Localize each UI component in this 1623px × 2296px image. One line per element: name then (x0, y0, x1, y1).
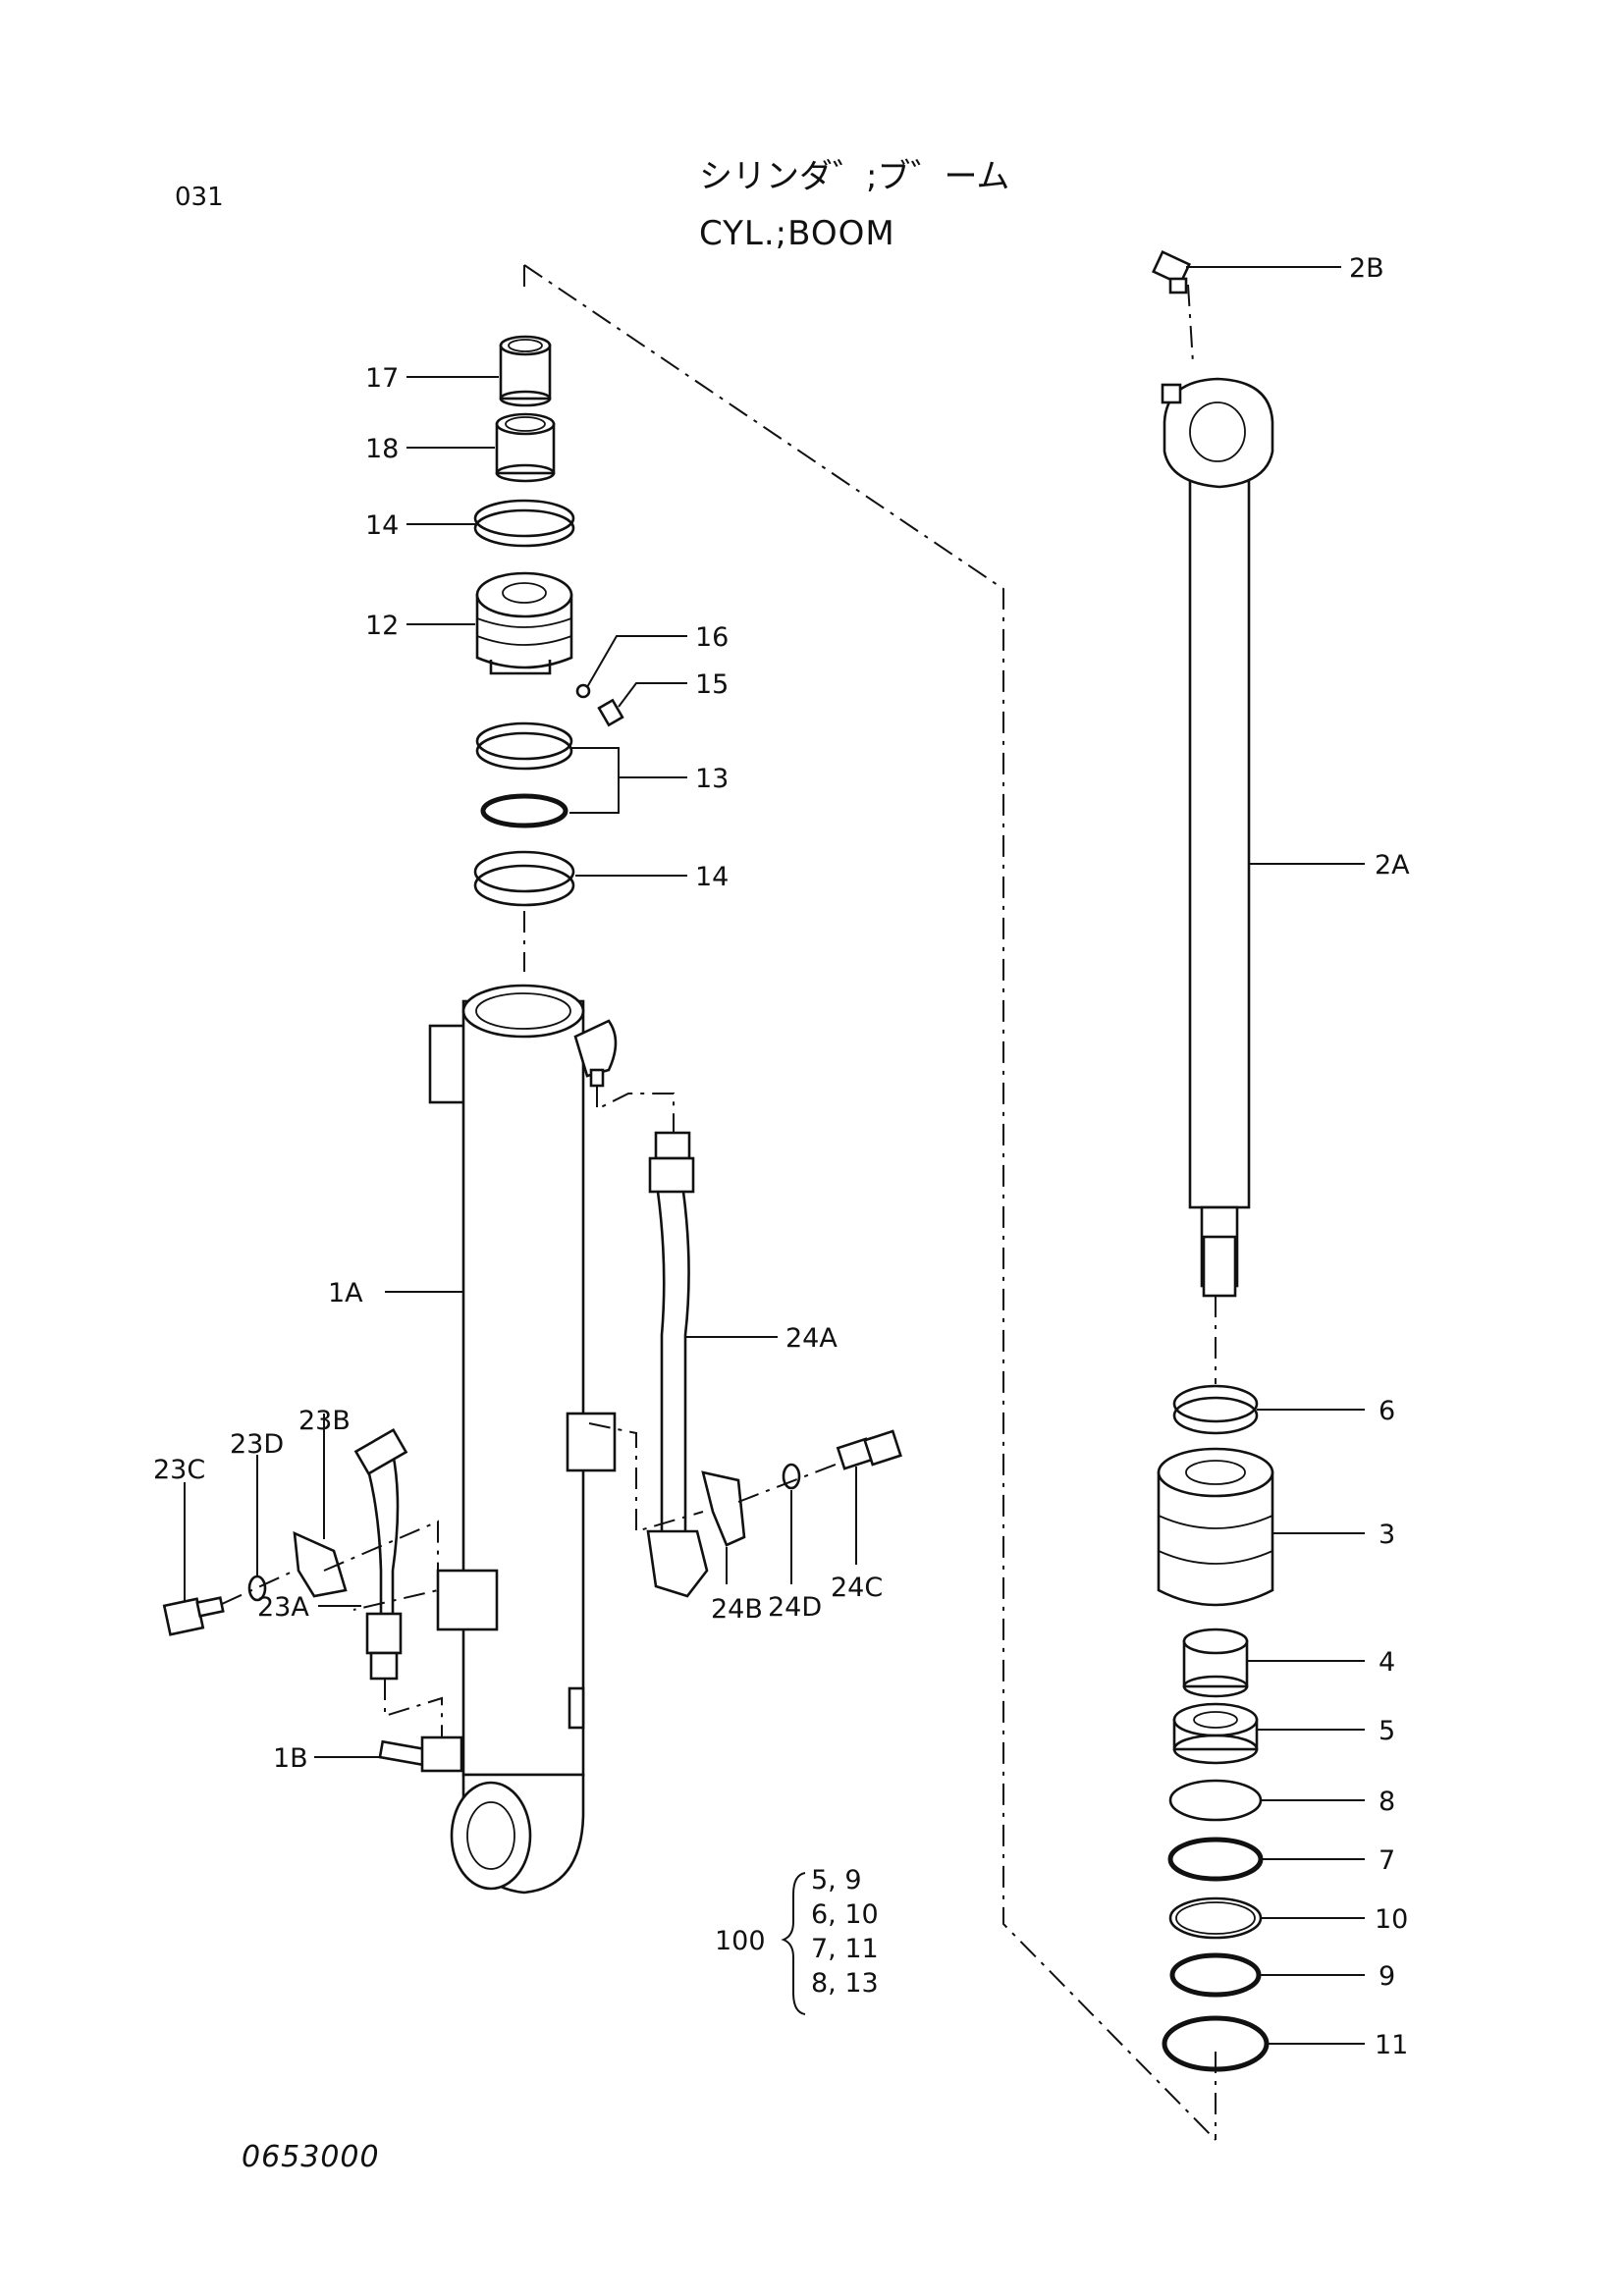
callout-24B: 24B (711, 1594, 763, 1625)
callout-10: 10 (1375, 1904, 1408, 1935)
callout-1B: 1B (273, 1743, 308, 1774)
callout-23D: 23D (230, 1429, 284, 1460)
callout-23B: 23B (298, 1406, 351, 1436)
part-5-nut (1172, 1702, 1259, 1765)
callout-24A: 24A (785, 1323, 838, 1354)
assembly-phantom-lines (523, 264, 1217, 2141)
part-23B-clamp (293, 1530, 348, 1598)
pipe-routing-lines (221, 1086, 841, 1737)
callout-23A: 23A (257, 1592, 309, 1623)
part-3-piston (1157, 1447, 1274, 1607)
callout-2B: 2B (1349, 253, 1384, 284)
callout-13: 13 (695, 764, 729, 794)
callout-14-top: 14 (365, 510, 399, 541)
part-24A-hose (646, 1131, 709, 1598)
part-4-bushing (1182, 1628, 1249, 1698)
callout-12: 12 (365, 611, 399, 641)
kit-item: 8, 13 (811, 1968, 879, 1999)
page-number: 031 (175, 183, 224, 212)
callout-5: 5 (1379, 1716, 1395, 1746)
kit-item: 5, 9 (811, 1865, 862, 1896)
callout-15: 15 (695, 669, 729, 700)
title-japanese: シリンダ゛;ブ゛ーム (699, 157, 1010, 196)
part-2A-piston-rod (1161, 377, 1274, 1298)
part-23C-bolt (162, 1596, 225, 1636)
callout-4: 4 (1379, 1647, 1395, 1678)
callout-16: 16 (695, 622, 729, 653)
part-24C-bolt (836, 1429, 902, 1470)
part-12-cylinder-head (475, 571, 573, 675)
callout-24C: 24C (831, 1573, 883, 1603)
part-24D-washer (782, 1463, 801, 1490)
callout-7: 7 (1379, 1845, 1395, 1876)
part-10-backup-ring (1168, 1896, 1263, 1940)
callout-9: 9 (1379, 1961, 1395, 1992)
leader-lines (184, 266, 1365, 2045)
kit-brace (781, 1872, 806, 2015)
drawing-number: 0653000 (242, 2140, 380, 2174)
title-english: CYL.;BOOM (699, 214, 895, 253)
callout-17: 17 (365, 363, 399, 394)
callout-3: 3 (1379, 1520, 1395, 1550)
callout-labels: 17 18 14 12 16 15 13 14 1A 1B 23A 23B 23… (153, 253, 1410, 2060)
callout-18: 18 (365, 434, 399, 464)
part-17-bushing (499, 335, 552, 407)
part-1B-grease-fitting (378, 1735, 463, 1773)
part-1A-cylinder-tube (428, 984, 618, 1895)
callout-14-bottom: 14 (695, 862, 729, 892)
callout-2A: 2A (1375, 850, 1410, 881)
part-14-ring-bottom (473, 850, 575, 907)
callout-24D: 24D (768, 1592, 822, 1623)
part-16-steel-ball (575, 683, 591, 699)
part-14-ring-top (473, 499, 575, 548)
kit-item: 7, 11 (811, 1934, 879, 1964)
part-7-o-ring (1167, 1837, 1264, 1882)
part-13-seal-set (475, 721, 573, 828)
part-2B-grease-fitting (1152, 249, 1191, 294)
callout-23C: 23C (153, 1455, 205, 1485)
kit-items: 5, 9 6, 10 7, 11 8, 13 (811, 1863, 879, 2001)
callout-1A: 1A (328, 1278, 363, 1308)
callout-8: 8 (1379, 1787, 1395, 1817)
part-18-bushing (495, 412, 556, 483)
part-8-ring (1168, 1779, 1263, 1822)
part-23A-pipe (353, 1427, 408, 1681)
callout-6: 6 (1379, 1396, 1395, 1426)
kit-item: 6, 10 (811, 1899, 879, 1930)
part-15-set-screw (597, 698, 624, 727)
part-6-ring (1172, 1384, 1259, 1435)
kit-label: 100 (715, 1926, 766, 1956)
part-24B-clamp (701, 1470, 746, 1547)
callout-11: 11 (1375, 2030, 1408, 2060)
part-9-o-ring (1169, 1952, 1262, 1998)
